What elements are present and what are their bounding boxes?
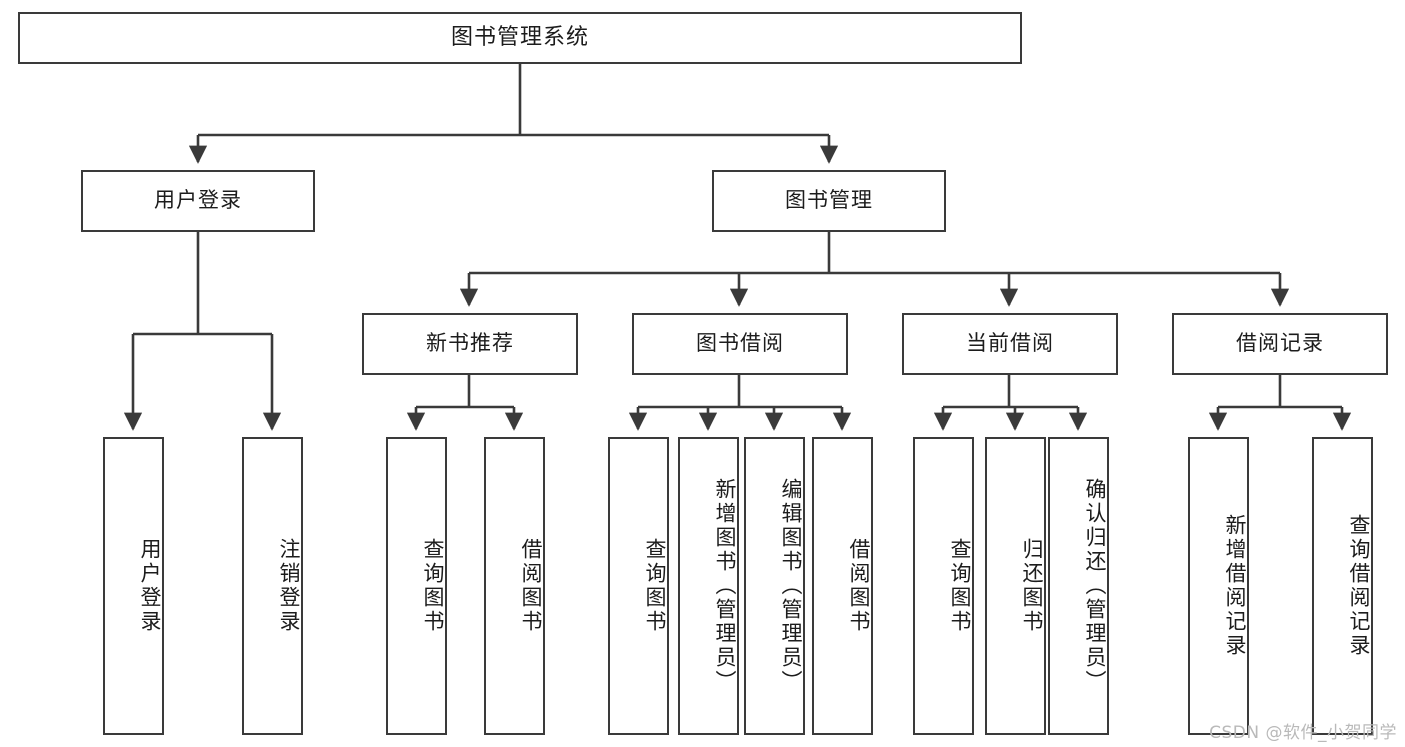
leaf-logout-label: 注销登录 [277, 538, 301, 634]
node-user-login[interactable]: 用户登录 [81, 170, 315, 232]
leaf-return-book[interactable]: 归还图书 [985, 437, 1046, 735]
leaf-add-borrow-record[interactable]: 新增借阅记录 [1188, 437, 1249, 735]
leaf-confirm-return-admin[interactable]: 确认归还（管理员） [1048, 437, 1109, 735]
leaf-query-book-nbr-label: 查询图书 [421, 538, 445, 634]
leaf-add-borrow-record-label: 新增借阅记录 [1223, 514, 1247, 658]
node-borrow-record[interactable]: 借阅记录 [1172, 313, 1388, 375]
leaf-borrow-book-bb-label: 借阅图书 [847, 538, 871, 634]
node-book-borrow-label: 图书借阅 [696, 331, 784, 356]
node-book-borrow[interactable]: 图书借阅 [632, 313, 848, 375]
node-borrow-record-label: 借阅记录 [1236, 331, 1324, 356]
leaf-add-book-admin[interactable]: 新增图书（管理员） [678, 437, 739, 735]
node-root[interactable]: 图书管理系统 [18, 12, 1022, 64]
leaf-edit-book-admin[interactable]: 编辑图书（管理员） [744, 437, 805, 735]
leaf-query-book-cb-label: 查询图书 [948, 538, 972, 634]
leaf-query-borrow-record[interactable]: 查询借阅记录 [1312, 437, 1373, 735]
leaf-user-login-label: 用户登录 [138, 538, 162, 634]
leaf-query-book-bb[interactable]: 查询图书 [608, 437, 669, 735]
leaf-return-book-label: 归还图书 [1020, 538, 1044, 634]
node-new-book-recommend-label: 新书推荐 [426, 331, 514, 356]
leaf-add-book-admin-label: 新增图书（管理员） [713, 478, 737, 694]
leaf-confirm-return-admin-label: 确认归还（管理员） [1083, 478, 1107, 694]
node-root-label: 图书管理系统 [450, 24, 589, 50]
leaf-logout[interactable]: 注销登录 [242, 437, 303, 735]
leaf-user-login[interactable]: 用户登录 [103, 437, 164, 735]
node-book-management[interactable]: 图书管理 [712, 170, 946, 232]
watermark: CSDN @软件_小贺同学 [1209, 723, 1397, 743]
node-user-login-label: 用户登录 [154, 188, 242, 213]
node-new-book-recommend[interactable]: 新书推荐 [362, 313, 578, 375]
node-book-management-label: 图书管理 [785, 188, 873, 213]
leaf-query-book-bb-label: 查询图书 [643, 538, 667, 634]
node-current-borrow-label: 当前借阅 [966, 331, 1054, 356]
leaf-borrow-book-bb[interactable]: 借阅图书 [812, 437, 873, 735]
leaf-edit-book-admin-label: 编辑图书（管理员） [779, 478, 803, 694]
leaf-borrow-book-nbr[interactable]: 借阅图书 [484, 437, 545, 735]
node-current-borrow[interactable]: 当前借阅 [902, 313, 1118, 375]
leaf-query-book-nbr[interactable]: 查询图书 [386, 437, 447, 735]
leaf-query-borrow-record-label: 查询借阅记录 [1347, 514, 1371, 658]
leaf-borrow-book-nbr-label: 借阅图书 [519, 538, 543, 634]
leaf-query-book-cb[interactable]: 查询图书 [913, 437, 974, 735]
